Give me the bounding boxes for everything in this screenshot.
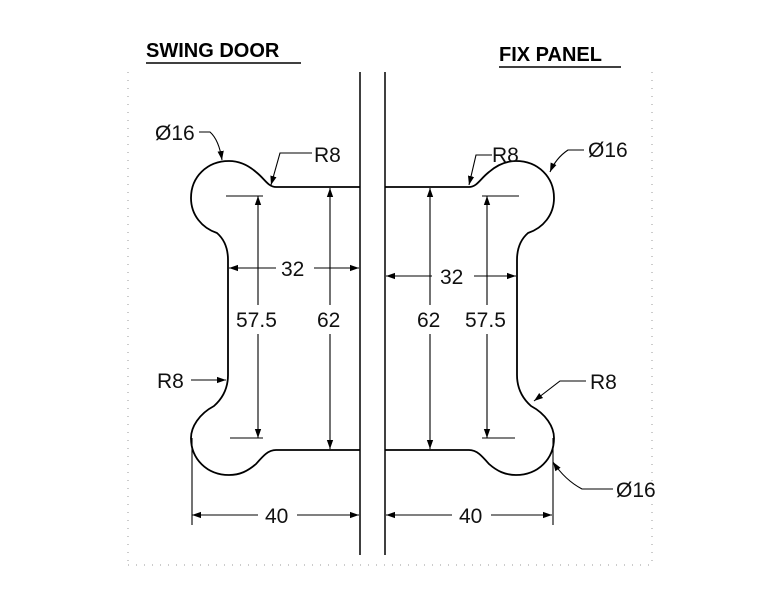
swing-radius-top-label: R8 [314,144,341,167]
swing-width-outer-label: 40 [265,505,288,528]
dotted-frame [127,72,653,566]
fix-height-inner-label: 57.5 [465,309,506,332]
fix-panel-dimensions [386,149,613,525]
swing-diameter-top-label: Ø16 [155,122,195,145]
title-swing-door: SWING DOOR [146,40,280,62]
swing-width-inner-label: 32 [281,258,304,281]
fix-diameter-top-label: Ø16 [588,139,628,162]
fix-width-inner-label: 32 [440,266,463,289]
swing-height-inner-label: 57.5 [236,309,277,332]
swing-door-profile [190,160,360,476]
swing-height-outer-label: 62 [317,309,340,332]
fix-diameter-bottom-label: Ø16 [616,479,656,502]
swing-radius-bottom-label: R8 [157,370,184,393]
glass-edge-lines [359,72,386,555]
fix-radius-bottom-label: R8 [590,371,617,394]
swing-door-dimensions [191,131,359,525]
fix-radius-top-label: R8 [492,144,519,167]
title-fix-panel: FIX PANEL [499,44,602,66]
fix-panel-profile [385,160,555,476]
fix-height-outer-label: 62 [417,309,440,332]
fix-width-outer-label: 40 [459,505,482,528]
